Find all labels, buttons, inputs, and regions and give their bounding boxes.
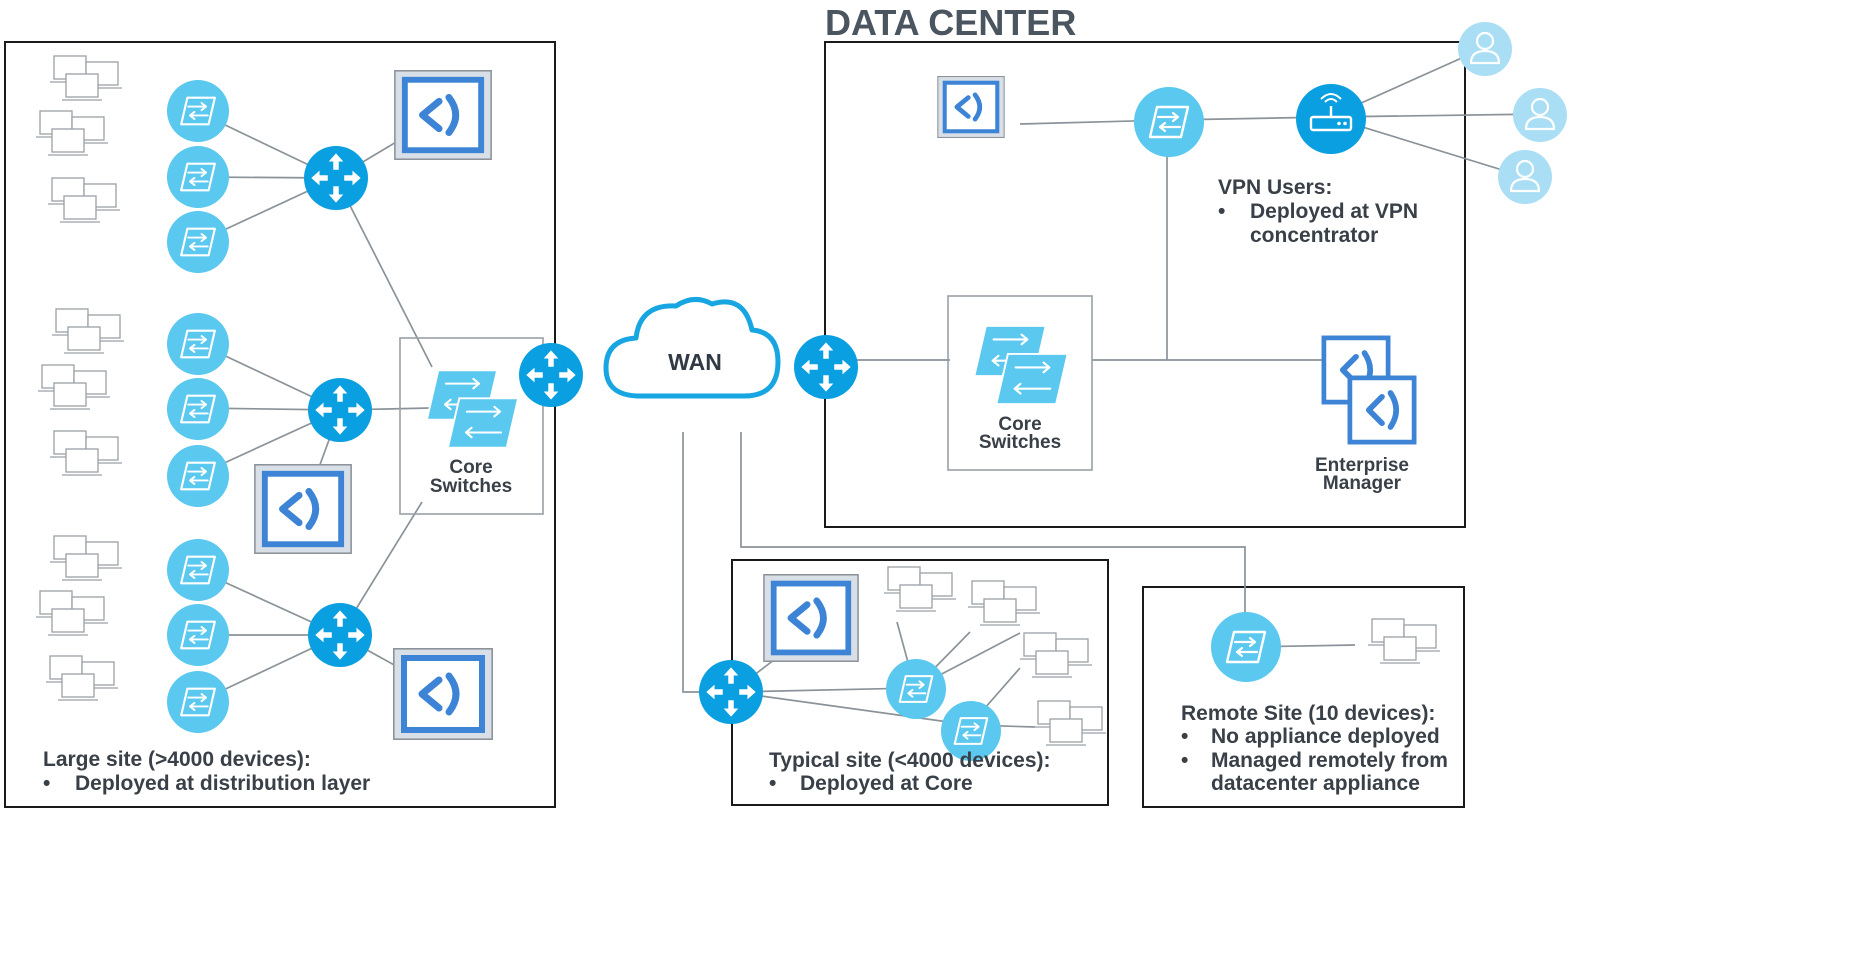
core-switches-label: Switches	[979, 432, 1061, 453]
switch-icon	[884, 657, 948, 721]
switch-icon	[165, 537, 231, 603]
typical-site-heading: Typical site (<4000 devices):	[769, 749, 1051, 772]
switch-icon	[1209, 610, 1283, 684]
bullet-icon: •	[1181, 749, 1188, 772]
switch-icon	[165, 78, 231, 144]
computers-icon	[47, 177, 121, 223]
edge-router-icon	[519, 343, 583, 407]
computers-icon	[37, 364, 111, 410]
router-icon	[308, 603, 372, 667]
wan: WAN	[603, 297, 781, 399]
switch-icon	[165, 443, 231, 509]
large-site: Core Switches Large site (>4000 devices)…	[35, 55, 583, 795]
bullet-icon: •	[1181, 725, 1188, 748]
vpn-bullet: concentrator	[1250, 224, 1378, 247]
appliance-icon	[394, 649, 492, 739]
core-switches-box	[947, 295, 1093, 471]
appliance-icon	[395, 71, 491, 159]
large-site-frame	[4, 41, 556, 808]
computers-icon	[967, 580, 1041, 626]
computers-icon	[35, 590, 109, 636]
remote-site-bullet: datacenter appliance	[1211, 772, 1420, 795]
remote-site-frame	[1142, 586, 1465, 808]
large-site-heading: Large site (>4000 devices):	[43, 748, 311, 771]
computers-icon	[1033, 700, 1107, 746]
switch-icon	[165, 311, 231, 377]
router-icon	[794, 335, 858, 399]
data-center: DATA CENTER VPN Users: • Deployed at VPN…	[794, 2, 1569, 494]
computers-icon	[51, 308, 125, 354]
core-switches-label: Core	[449, 457, 492, 478]
switch-icon	[165, 669, 231, 735]
bullet-icon: •	[43, 772, 50, 795]
bullet-icon: •	[1218, 200, 1225, 223]
switch-icon	[1132, 85, 1206, 159]
core-switches-label: Switches	[430, 476, 512, 497]
computers-icon	[49, 430, 123, 476]
bullet-icon: •	[769, 772, 776, 795]
router-icon	[699, 660, 763, 724]
enterprise-manager-label: Manager	[1323, 473, 1402, 494]
router-icon	[304, 146, 368, 210]
computers-icon	[45, 655, 119, 701]
user-icon	[1456, 20, 1514, 78]
datacenter-frame	[824, 41, 1466, 528]
remote-site-heading: Remote Site (10 devices):	[1181, 702, 1435, 725]
computers-icon	[35, 110, 109, 156]
appliance-icon	[764, 575, 858, 661]
computers-icon	[1019, 632, 1093, 678]
user-icon	[1496, 148, 1554, 206]
switch-icon	[165, 209, 231, 275]
large-site-bullet: Deployed at distribution layer	[75, 772, 370, 795]
computers-icon	[1367, 618, 1441, 664]
remote-site-bullet: No appliance deployed	[1211, 725, 1440, 748]
remote-site: Remote Site (10 devices): • No appliance…	[1181, 610, 1448, 795]
vpn-bullet: Deployed at VPN	[1250, 200, 1418, 223]
switch-icon	[165, 376, 231, 442]
vpn-concentrator-icon	[1294, 82, 1368, 156]
wan-label: WAN	[668, 349, 722, 375]
typical-site: Typical site (<4000 devices): • Deployed…	[699, 566, 1107, 795]
enterprise-manager-icon	[1350, 378, 1414, 442]
core-switches-label: Core	[998, 414, 1041, 435]
cloud-icon	[603, 297, 781, 399]
core-switches-box	[399, 337, 544, 515]
appliance-icon	[255, 465, 351, 553]
router-icon	[308, 378, 372, 442]
remote-site-bullet: Managed remotely from	[1211, 749, 1448, 772]
switch-icon	[165, 602, 231, 668]
core-switch-icon	[995, 352, 1069, 406]
page-title: DATA CENTER	[825, 2, 1076, 43]
typical-site-bullet: Deployed at Core	[800, 772, 973, 795]
switch-icon	[165, 144, 231, 210]
user-icon	[1511, 86, 1569, 144]
core-switch-icon	[446, 397, 520, 449]
computers-icon	[883, 566, 957, 612]
vpn-heading: VPN Users:	[1218, 176, 1332, 199]
computers-icon	[49, 535, 123, 581]
appliance-icon	[938, 77, 1004, 138]
enterprise-manager-label: Enterprise	[1315, 455, 1409, 476]
computers-icon	[49, 55, 123, 101]
